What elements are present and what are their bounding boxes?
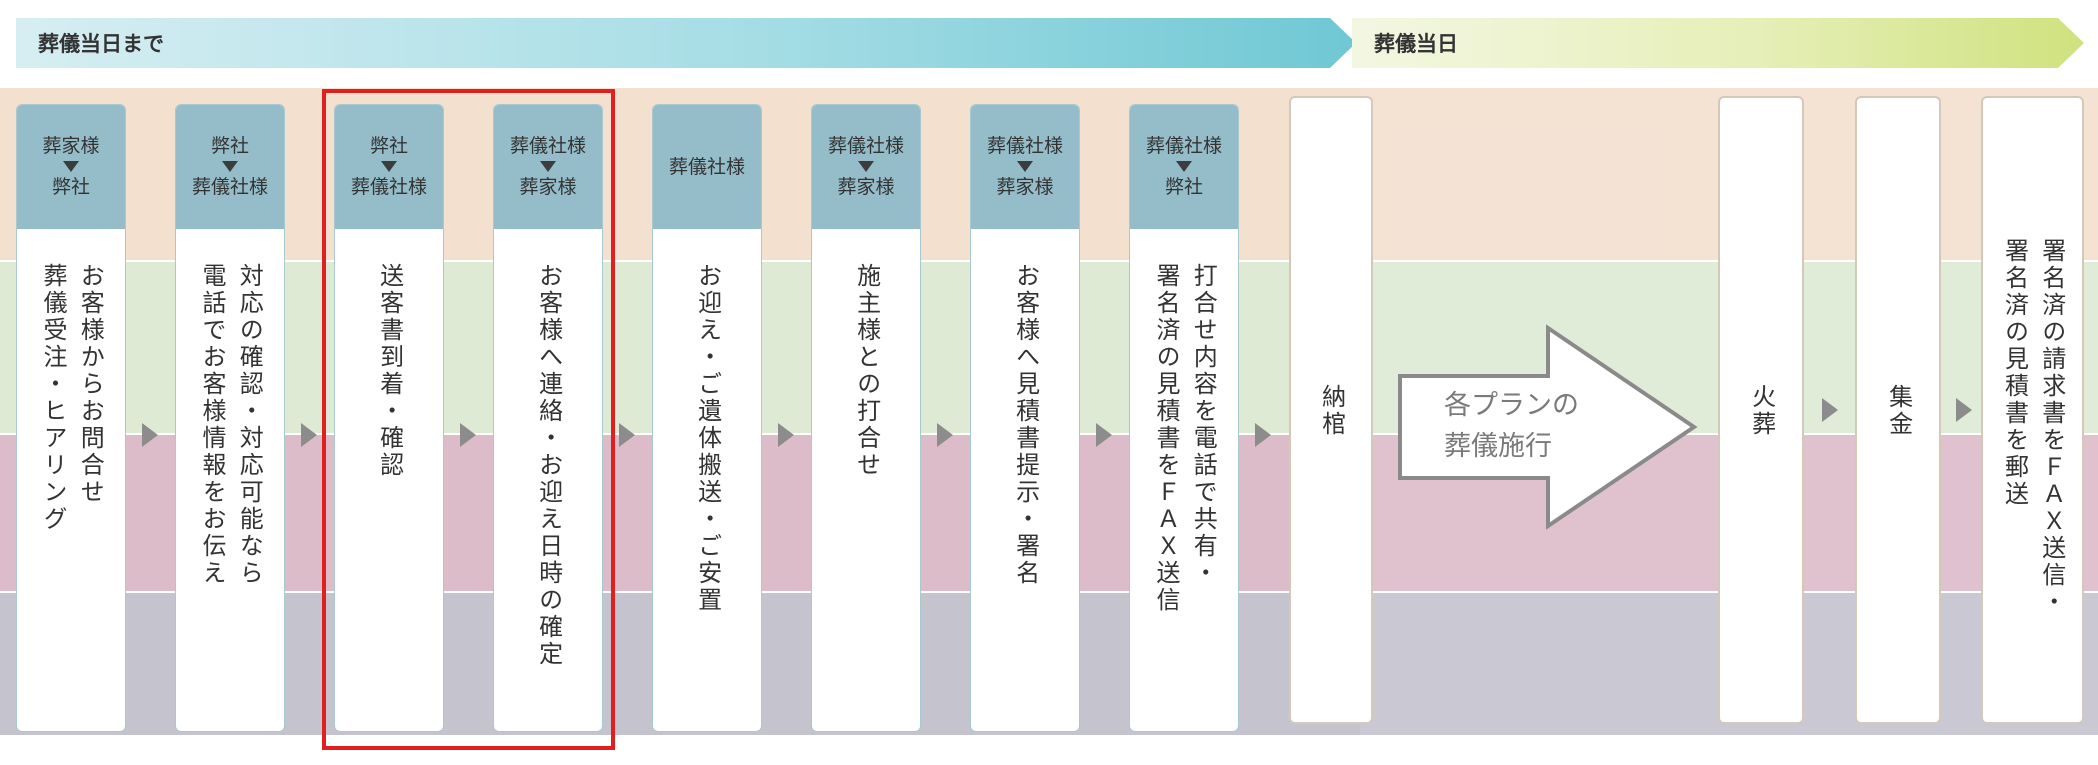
- step-text: 施主様との打合せ: [852, 263, 881, 479]
- step-text: お客様へ見積書提示・署名: [1011, 263, 1040, 587]
- step-card-5: 葬儀社様 お迎え・ご遺体搬送・ご安置: [652, 104, 762, 732]
- triangle-right-icon: [619, 423, 635, 447]
- triangle-down-icon: [858, 161, 874, 172]
- triangle-down-icon: [1017, 161, 1033, 172]
- step-card-3: 弊社 葬儀社様 送客書到着・確認: [334, 104, 444, 732]
- step-text: お客様へ連絡・お迎え日時の確定: [534, 263, 563, 668]
- step-from: 葬儀社様: [827, 135, 904, 158]
- step-cremation: 火葬: [1718, 96, 1804, 724]
- step-to: 葬儀社様: [191, 176, 268, 198]
- phase-banner-day: 葬儀当日: [1352, 18, 2084, 68]
- triangle-right-icon: [1096, 423, 1112, 447]
- plan-execution-label: 各プランの 葬儀施行: [1444, 390, 1579, 462]
- step-text: お客様からお問合せ 葬儀受注・ヒアリング: [39, 263, 105, 533]
- step-to: 葬儀社様: [350, 176, 427, 198]
- step-to: 弊社: [51, 176, 90, 198]
- step-to: 葬家様: [996, 176, 1054, 198]
- triangle-right-icon: [778, 423, 794, 447]
- step-card-4: 葬儀社様 葬家様 お客様へ連絡・お迎え日時の確定: [493, 104, 603, 732]
- step-from: 葬儀社様: [668, 155, 745, 178]
- step-card-1: 葬家様 弊社 お客様からお問合せ 葬儀受注・ヒアリング: [16, 104, 126, 732]
- step-header: 葬儀社様: [653, 105, 761, 229]
- highlight-box: [322, 89, 615, 750]
- step-text: お迎え・ご遺体搬送・ご安置: [693, 263, 722, 614]
- phase-banner-before: 葬儀当日まで: [16, 18, 1356, 68]
- step-card-6: 葬儀社様 葬家様 施主様との打合せ: [811, 104, 921, 732]
- triangle-right-icon: [1255, 423, 1271, 447]
- step-from: 葬儀社様: [1145, 135, 1222, 158]
- step-header: 葬儀社様 葬家様: [494, 105, 602, 229]
- triangle-down-icon: [540, 161, 556, 172]
- step-send-documents: 署名済の請求書をＦＡＸ送信・ 署名済の見積書を郵送: [1981, 96, 2084, 724]
- step-header: 弊社 葬儀社様: [335, 105, 443, 229]
- band-bottom: [0, 735, 2098, 765]
- triangle-right-icon: [1956, 398, 1972, 422]
- step-from: 弊社: [210, 135, 249, 158]
- phase-label-day: 葬儀当日: [1374, 32, 1458, 56]
- triangle-down-icon: [63, 161, 79, 172]
- step-text: 火葬: [1747, 384, 1776, 438]
- phase-label-before: 葬儀当日まで: [38, 32, 164, 56]
- step-from: 葬儀社様: [986, 135, 1063, 158]
- step-from: 葬儀社様: [509, 135, 586, 158]
- triangle-down-icon: [381, 161, 397, 172]
- triangle-down-icon: [222, 161, 238, 172]
- step-header: 葬儀社様 葬家様: [812, 105, 920, 229]
- step-text: 送客書到着・確認: [375, 263, 404, 479]
- step-text: 集金: [1884, 384, 1913, 438]
- step-to: 葬家様: [837, 176, 895, 198]
- step-header: 葬儀社様 葬家様: [971, 105, 1079, 229]
- step-from: 葬家様: [42, 135, 100, 158]
- step-encoffin: 納棺: [1289, 96, 1373, 724]
- step-text: 打合せ内容を電話で共有・ 署名済の見積書をＦＡＸ送信: [1152, 263, 1218, 614]
- step-card-2: 弊社 葬儀社様 対応の確認・対応可能なら 電話でお客様情報をお伝え: [175, 104, 285, 732]
- step-collection: 集金: [1855, 96, 1941, 724]
- block-arrow-right-icon: [1398, 324, 1698, 530]
- step-from: 弊社: [369, 135, 408, 158]
- step-to: 弊社: [1164, 176, 1203, 198]
- step-text: 納棺: [1317, 384, 1346, 438]
- triangle-right-icon: [1822, 398, 1838, 422]
- step-card-8: 葬儀社様 弊社 打合せ内容を電話で共有・ 署名済の見積書をＦＡＸ送信: [1129, 104, 1239, 732]
- step-header: 葬家様 弊社: [17, 105, 125, 229]
- triangle-right-icon: [937, 423, 953, 447]
- step-header: 葬儀社様 弊社: [1130, 105, 1238, 229]
- triangle-right-icon: [142, 423, 158, 447]
- step-to: 葬家様: [519, 176, 577, 198]
- step-text: 対応の確認・対応可能なら 電話でお客様情報をお伝え: [198, 263, 264, 587]
- triangle-right-icon: [460, 423, 476, 447]
- step-text: 署名済の請求書をＦＡＸ送信・ 署名済の見積書を郵送: [2000, 238, 2066, 616]
- triangle-right-icon: [301, 423, 317, 447]
- step-card-7: 葬儀社様 葬家様 お客様へ見積書提示・署名: [970, 104, 1080, 732]
- triangle-down-icon: [1176, 161, 1192, 172]
- step-header: 弊社 葬儀社様: [176, 105, 284, 229]
